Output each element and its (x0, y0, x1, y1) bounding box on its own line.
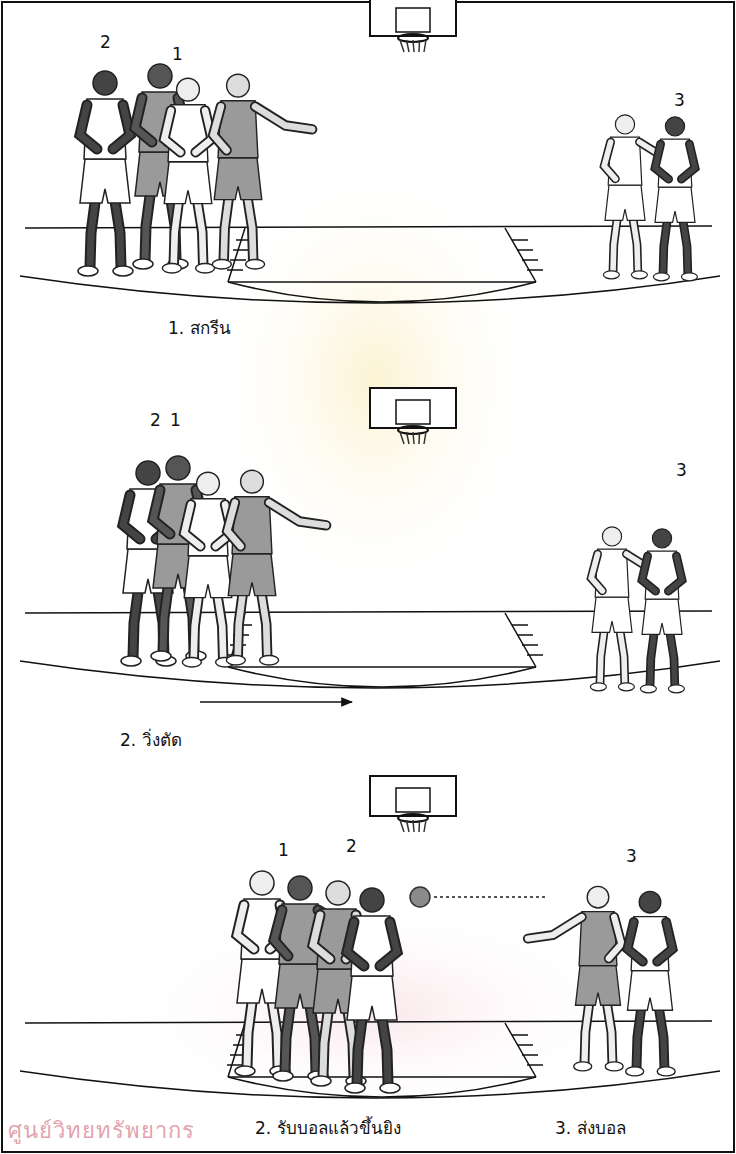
player-figure (626, 891, 676, 1076)
watermark-glow (205, 150, 545, 610)
step-caption: 3. ส่งบอล (555, 1118, 626, 1138)
watermark: ศูนย์วิทยทรัพยากร (8, 1118, 195, 1144)
player-figure (345, 888, 400, 1093)
player-figure (162, 78, 214, 273)
player-figure (78, 71, 133, 276)
step-caption: 2. วิ่งตัด (120, 730, 182, 750)
basket-hoop (370, 0, 456, 52)
step-caption: 1. สกรีน (168, 318, 231, 338)
basket-hoop (370, 388, 456, 444)
player-number: 1 (278, 840, 289, 860)
player-number: 1 (172, 44, 183, 64)
watermark-glow (115, 900, 635, 1120)
player-figure (528, 886, 623, 1071)
player-number: 3 (626, 846, 637, 866)
player-number: 2 (100, 32, 111, 52)
player-figure (212, 74, 312, 269)
player-number: 3 (676, 460, 687, 480)
basketball (410, 887, 430, 907)
player-figure (640, 529, 684, 693)
step-caption: 2. รับบอลแล้วขึ้นยิง (255, 1118, 401, 1138)
player-number: 1 (170, 410, 181, 430)
player-figure (182, 472, 234, 667)
player-figure (226, 470, 326, 665)
pass-path (434, 896, 548, 898)
basket-hoop (370, 776, 456, 832)
player-number: 2 (150, 410, 161, 430)
player-number: 3 (674, 90, 685, 110)
player-figure (653, 117, 697, 281)
player-number: 2 (346, 836, 357, 856)
cut-arrow (200, 701, 352, 703)
